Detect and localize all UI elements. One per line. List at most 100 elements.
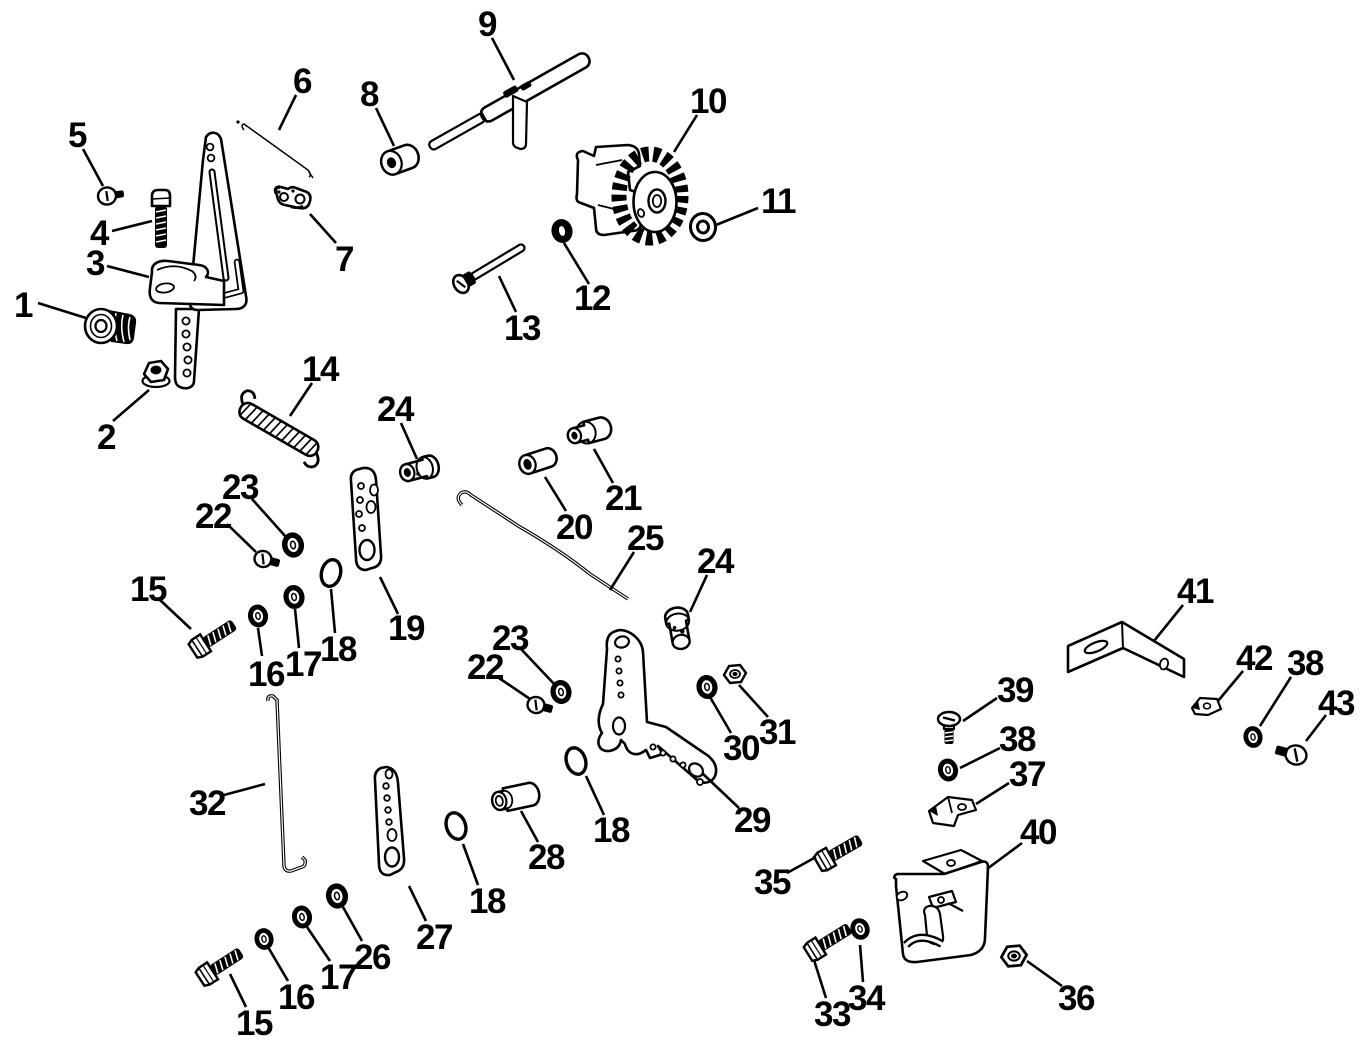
part-36-hex-nut-icon (999, 944, 1029, 968)
callout-number-10: 10 (690, 82, 727, 121)
part-4-socket-bolt-icon (150, 188, 172, 248)
part-14-return-spring-icon (238, 389, 320, 469)
callout-number-38: 38 (1287, 644, 1324, 683)
part-37-clamp-clip-icon (927, 795, 978, 828)
part-6-pin-icon (236, 120, 314, 179)
leader-line-23 (520, 648, 557, 687)
callout-number-32: 32 (189, 784, 226, 823)
callout-number-9: 9 (478, 5, 497, 44)
part-38-washer-icon (939, 759, 958, 780)
callout-number-4: 4 (90, 214, 110, 253)
callout-number-15: 15 (130, 570, 167, 609)
leader-line-28 (519, 810, 540, 843)
leader-line-33 (812, 959, 828, 999)
part-7-swivel-link-icon (273, 185, 312, 210)
callout-number-1: 1 (14, 286, 33, 325)
callout-number-14: 14 (302, 350, 340, 389)
part-22-pan-screw-icon (251, 547, 283, 573)
leader-line-21 (592, 448, 615, 484)
part-10-bevel-gear-icon (575, 143, 689, 246)
callout-number-8: 8 (360, 75, 379, 114)
leader-line-42 (1217, 670, 1244, 702)
leader-line-4 (111, 219, 153, 233)
callout-number-23: 23 (222, 468, 259, 507)
leader-line-24 (399, 422, 419, 460)
part-32-link-rod-icon (266, 694, 307, 873)
callout-number-11: 11 (761, 182, 796, 221)
callout-number-33: 33 (814, 995, 851, 1034)
leader-line-32 (223, 782, 266, 797)
callout-number-37: 37 (1009, 755, 1045, 794)
part-16-washer-icon (255, 929, 272, 949)
leader-line-5 (81, 148, 105, 187)
callout-number-39: 39 (997, 671, 1034, 710)
part-34-washer-icon (850, 919, 869, 940)
part-3-control-arm-icon (148, 131, 248, 390)
leader-line-13 (497, 275, 518, 313)
part-18-o-ring-icon (316, 555, 346, 591)
callout-number-29: 29 (734, 801, 771, 840)
leader-line-34 (858, 944, 865, 983)
leader-line-7 (309, 213, 337, 244)
callout-number-42: 42 (1236, 639, 1273, 678)
callout-number-30: 30 (723, 729, 760, 768)
leader-line-25 (608, 551, 636, 591)
part-5-pan-screw-icon (96, 186, 125, 206)
leader-line-36 (1026, 959, 1063, 988)
part-40-bracket-icon (892, 848, 990, 964)
callout-number-24: 24 (697, 542, 735, 581)
callout-number-16: 16 (248, 655, 285, 694)
part-27-link-plate-icon (373, 765, 406, 877)
leader-line-41 (1152, 604, 1185, 642)
leader-line-30 (708, 696, 733, 734)
part-38-washer-icon (1244, 727, 1261, 747)
callout-number-31: 31 (759, 713, 796, 752)
part-28-bushing-icon (490, 781, 541, 813)
callout-number-18: 18 (320, 630, 357, 669)
leader-line-2 (112, 389, 150, 422)
part-25-link-rod-icon (456, 490, 629, 601)
part-16-washer-icon (249, 606, 267, 627)
leader-line-18 (329, 588, 337, 634)
part-39-screw-icon (936, 710, 962, 744)
callout-number-2: 2 (97, 418, 116, 457)
leader-line-14 (288, 382, 314, 417)
leader-line-8 (374, 107, 396, 147)
leader-line-20 (543, 476, 568, 512)
part-35-hex-bolt-icon (811, 829, 867, 874)
leader-line-3 (106, 264, 150, 279)
part-17-washer-icon (284, 586, 303, 608)
leader-line-1 (37, 301, 87, 320)
parts-layer (83, 52, 1308, 989)
callout-number-7: 7 (335, 240, 353, 279)
callout-number-12: 12 (574, 279, 611, 318)
part-2-flange-locknut-icon (141, 359, 171, 389)
leader-line-10 (672, 114, 699, 153)
leader-line-43 (1304, 714, 1328, 742)
leader-line-11 (715, 206, 759, 227)
part-18-o-ring-icon (441, 808, 471, 844)
callout-number-38: 38 (999, 720, 1036, 759)
leader-line-37 (975, 781, 1010, 806)
part-1-screw-plug-icon (83, 307, 137, 345)
leader-line-38 (1258, 676, 1293, 727)
leader-line-16 (256, 627, 264, 657)
part-11-washer-icon (688, 212, 718, 242)
part-13-pivot-bolt-icon (451, 243, 526, 295)
leader-line-6 (277, 94, 298, 131)
callout-number-43: 43 (1318, 684, 1355, 723)
leader-line-22 (226, 523, 257, 553)
callout-number-24: 24 (377, 390, 415, 429)
callout-number-40: 40 (1020, 813, 1057, 852)
leader-line-22 (495, 674, 531, 701)
leader-line-27 (407, 885, 428, 922)
callout-number-23: 23 (492, 619, 529, 658)
callout-number-17: 17 (320, 958, 356, 997)
part-21-bushing-icon (566, 416, 613, 445)
part-17-washer-icon (293, 907, 311, 928)
callout-number-41: 41 (1177, 572, 1214, 611)
leader-line-35 (786, 855, 817, 875)
callout-number-15: 15 (236, 1004, 273, 1043)
callout-number-21: 21 (605, 479, 642, 518)
